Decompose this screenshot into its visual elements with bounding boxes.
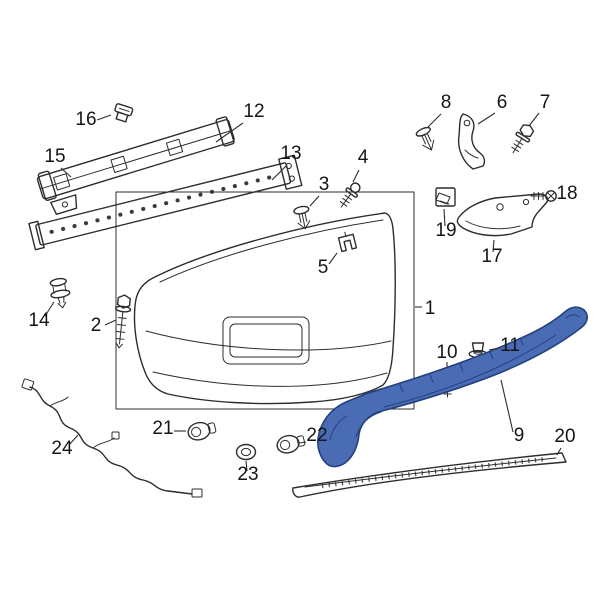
part-label-5[interactable]: 5	[318, 252, 338, 278]
part-number: 18	[556, 183, 577, 204]
leader-line	[309, 195, 320, 207]
leader-line	[104, 319, 117, 326]
part-number: 4	[358, 147, 369, 168]
part-number: 14	[28, 310, 50, 331]
part-label-11[interactable]: 11	[488, 335, 520, 356]
part-8-push-clip[interactable]	[415, 126, 438, 153]
part-15-end-bracket[interactable]	[50, 194, 80, 216]
part-label-3[interactable]: 3	[309, 174, 330, 207]
part-label-16[interactable]: 16	[75, 109, 112, 130]
part-number: 2	[91, 315, 102, 336]
part-13-lower-bar[interactable]	[28, 154, 303, 251]
part-4-screw[interactable]	[336, 180, 363, 211]
part-12-impact-bar[interactable]	[36, 116, 235, 201]
leader-line	[427, 113, 442, 128]
leader-line	[245, 460, 248, 472]
part-14-clip[interactable]	[48, 277, 72, 309]
part-label-18[interactable]: 18	[556, 183, 577, 204]
part-label-10[interactable]: 10	[436, 342, 458, 367]
part-label-8[interactable]: 8	[427, 92, 452, 128]
part-number: 7	[540, 92, 551, 113]
part-19-clip-bracket[interactable]	[435, 187, 456, 207]
part-5-clip-nut[interactable]	[337, 230, 358, 253]
part-label-23[interactable]: 23	[237, 460, 259, 485]
part-24-wiring-harness[interactable]	[21, 378, 203, 498]
part-1-bumper-cover[interactable]	[133, 212, 396, 405]
part-7-bolt[interactable]	[507, 122, 537, 157]
part-number: 11	[500, 335, 520, 356]
leader-line	[488, 347, 500, 351]
leader-line	[500, 379, 514, 433]
part-number: 16	[75, 109, 96, 130]
part-18-screw[interactable]	[530, 190, 557, 202]
leader-line	[477, 112, 496, 125]
part-number: 21	[152, 418, 173, 439]
part-number: 13	[280, 143, 301, 164]
part-number: 1	[425, 298, 436, 319]
part-22-sensor[interactable]	[275, 432, 306, 455]
part-1-boundary-box	[115, 191, 415, 410]
part-label-15[interactable]: 15	[44, 146, 72, 178]
leader-line	[96, 114, 112, 121]
leader-line	[215, 122, 244, 143]
part-label-7[interactable]: 7	[528, 92, 551, 127]
part-number: 24	[51, 438, 73, 459]
part-number: 9	[514, 425, 525, 446]
part-6-bracket[interactable]	[457, 113, 486, 170]
part-label-19[interactable]: 19	[435, 208, 457, 241]
part-label-21[interactable]: 21	[152, 418, 186, 439]
valance-details	[329, 314, 580, 441]
part-number: 6	[497, 92, 508, 113]
leader-line	[60, 167, 72, 178]
part-number: 10	[436, 342, 457, 363]
part-3-push-pin[interactable]	[293, 205, 312, 230]
part-label-13[interactable]: 13	[271, 143, 302, 181]
part-16-clip[interactable]	[112, 103, 134, 123]
part-number: 23	[237, 464, 258, 485]
part-17-side-bracket[interactable]	[456, 193, 549, 237]
part-label-24[interactable]: 24	[51, 434, 79, 459]
part-number: 5	[318, 257, 329, 278]
part-label-12[interactable]: 12	[215, 101, 265, 143]
part-number: 3	[319, 174, 330, 195]
part-label-20[interactable]: 20	[554, 426, 576, 456]
leader-line	[271, 165, 287, 181]
part-label-17[interactable]: 17	[481, 239, 503, 267]
leader-line	[352, 169, 360, 183]
part-23-sensor-retainer[interactable]	[235, 443, 257, 461]
leader-line	[298, 441, 307, 444]
part-number: 8	[441, 92, 452, 113]
valance-body[interactable]	[317, 306, 588, 468]
part-label-4[interactable]: 4	[352, 147, 369, 183]
leader-line	[328, 252, 338, 265]
callout-labels: 1 2 3 4 5 6 7 8	[28, 92, 577, 485]
part-label-14[interactable]: 14	[28, 301, 55, 331]
part-9-lower-valance[interactable]	[317, 306, 588, 468]
part-label-2[interactable]: 2	[91, 315, 117, 336]
part-label-6[interactable]: 6	[477, 92, 508, 125]
leader-line	[443, 208, 446, 227]
part-label-9[interactable]: 9	[500, 379, 525, 446]
part-2-bolt[interactable]	[112, 294, 132, 349]
part-number: 22	[306, 425, 327, 446]
leader-line	[44, 301, 55, 317]
part-label-1[interactable]: 1	[415, 298, 435, 319]
part-label-22[interactable]: 22	[298, 425, 328, 446]
leader-line	[68, 434, 79, 446]
part-number: 15	[44, 146, 65, 167]
part-number: 12	[243, 101, 264, 122]
part-21-sensor[interactable]	[186, 419, 217, 442]
part-number: 20	[554, 426, 575, 447]
leader-line	[492, 239, 495, 253]
leader-line	[528, 112, 540, 127]
part-number: 19	[435, 220, 456, 241]
part-number: 17	[481, 246, 502, 267]
part-20-step-pad[interactable]	[292, 452, 567, 498]
leader-line	[556, 447, 562, 456]
